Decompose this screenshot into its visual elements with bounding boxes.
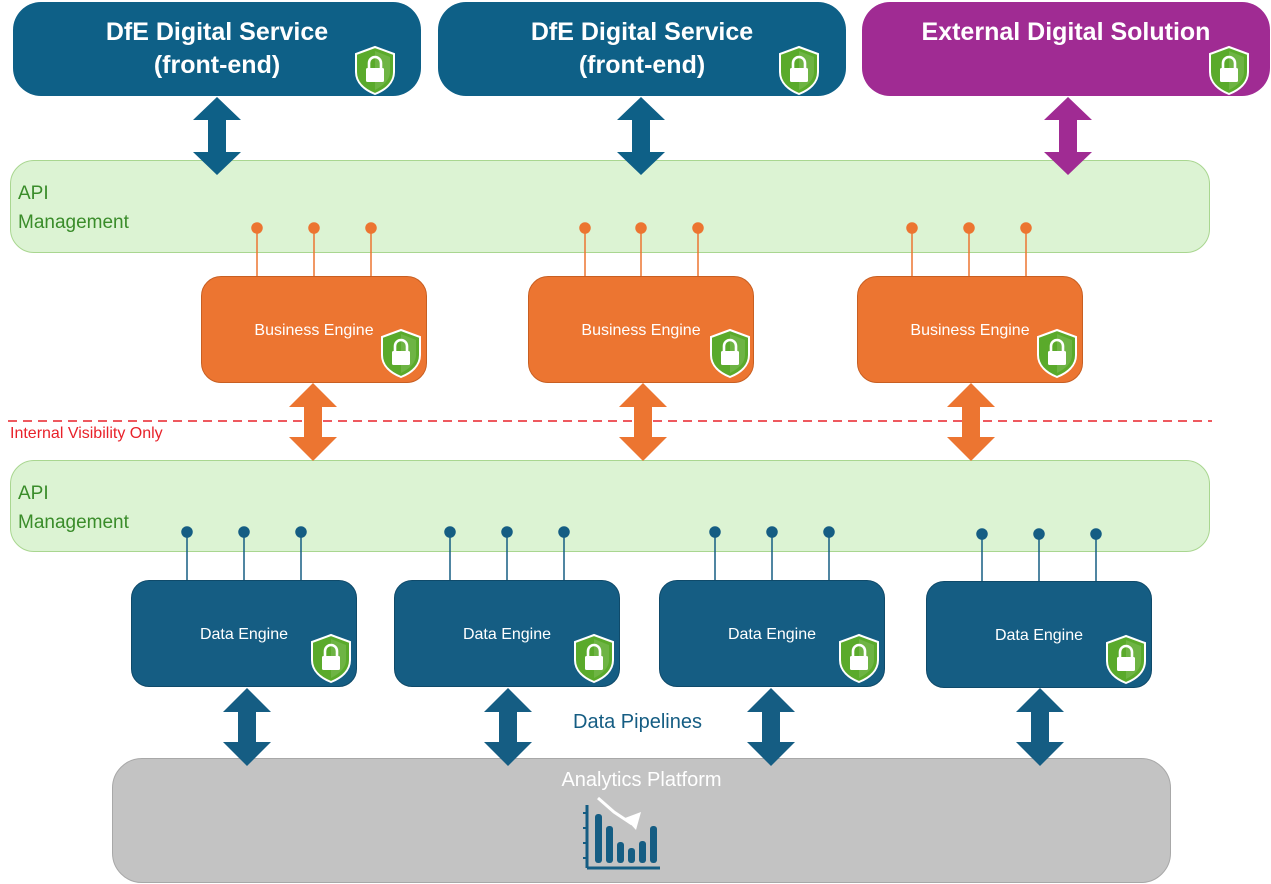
double-arrow-icon xyxy=(1044,97,1092,175)
shield-lock-icon xyxy=(1105,634,1147,685)
api-management-lower: API Management xyxy=(10,460,1210,552)
data-engine-label: Data Engine xyxy=(462,626,552,643)
business-engine-label: Business Engine xyxy=(910,322,1030,339)
service-subtitle: (front-end) xyxy=(153,51,281,79)
service-title: DfE Digital Service xyxy=(105,18,329,46)
business-engine-label: Business Engine xyxy=(254,322,374,339)
shield-lock-icon xyxy=(380,328,422,379)
double-arrow-icon xyxy=(947,383,995,461)
bar-chart-trend-icon xyxy=(583,796,660,870)
dfe-digital-service-2: DfE Digital Service (front-end) xyxy=(438,2,846,96)
shield-lock-icon xyxy=(838,633,880,684)
double-arrow-icon xyxy=(1016,688,1064,766)
double-arrow-icon xyxy=(223,688,271,766)
double-arrow-icon xyxy=(617,97,665,175)
dfe-digital-service-1: DfE Digital Service (front-end) xyxy=(13,2,421,96)
double-arrow-icon xyxy=(193,97,241,175)
data-engine-label: Data Engine xyxy=(727,626,817,643)
data-engine-label: Data Engine xyxy=(994,627,1084,644)
business-engine-label: Business Engine xyxy=(581,322,701,339)
shield-lock-icon xyxy=(1208,45,1250,96)
shield-lock-icon xyxy=(573,633,615,684)
shield-lock-icon xyxy=(354,45,396,96)
analytics-platform-label: Analytics Platform xyxy=(561,769,722,791)
internal-visibility-label: Internal Visibility Only xyxy=(10,425,163,442)
double-arrow-icon xyxy=(289,383,337,461)
shield-lock-icon xyxy=(310,633,352,684)
service-subtitle: (front-end) xyxy=(578,51,706,79)
business-engine-2: Business Engine xyxy=(528,276,754,383)
data-engine-label: Data Engine xyxy=(199,626,289,643)
business-connectors xyxy=(251,222,1032,276)
double-arrow-icon xyxy=(484,688,532,766)
data-connectors xyxy=(181,526,1102,581)
double-arrow-icon xyxy=(619,383,667,461)
data-pipelines-label: Data Pipelines xyxy=(573,711,702,733)
api-management-label: API Management xyxy=(18,483,129,533)
api-management-upper: API Management xyxy=(10,160,1210,253)
external-digital-solution: External Digital Solution xyxy=(862,2,1270,96)
service-title: External Digital Solution xyxy=(921,18,1211,46)
shield-lock-icon xyxy=(778,45,820,96)
service-title: DfE Digital Service xyxy=(530,18,754,46)
shield-lock-icon xyxy=(709,328,751,379)
shield-lock-icon xyxy=(1036,328,1078,379)
api-management-label: API Management xyxy=(18,183,129,233)
double-arrow-icon xyxy=(747,688,795,766)
